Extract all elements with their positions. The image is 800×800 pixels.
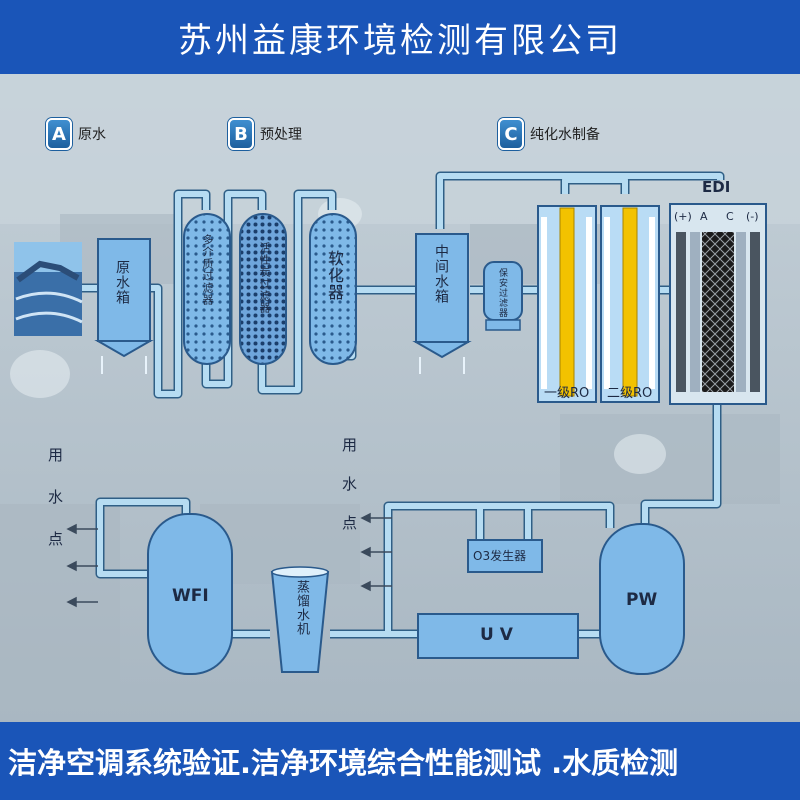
process-diagram: [14, 171, 767, 675]
intermediate-tank-label: 中间水箱: [433, 244, 449, 304]
uv-label: U V: [480, 625, 513, 645]
carbon-filter: [239, 213, 287, 365]
raw-water-photo: [14, 242, 83, 336]
ozone-label: O3发生器: [473, 549, 527, 563]
use-point-mid-1: 用: [342, 436, 358, 454]
ro-unit-1: [537, 205, 597, 403]
ro2-label: 二级RO: [607, 386, 653, 401]
section-b-label: 预处理: [260, 127, 302, 143]
edi-label: EDI: [702, 178, 731, 196]
factory-background: [0, 74, 800, 722]
security-filter-label: 保安过滤器: [497, 268, 507, 318]
section-b: B 预处理: [228, 118, 302, 150]
edi-a-label: A: [700, 210, 708, 223]
edi-unit: [669, 203, 767, 405]
section-b-badge: B: [228, 118, 254, 150]
edi-minus-label: (-): [746, 210, 759, 223]
distiller-label: 蒸馏水机: [294, 580, 309, 636]
diagram-canvas: A 原水 B 预处理 C 纯化水制备 原水箱 多介质过滤器 活性炭过滤器 软化器…: [0, 74, 800, 722]
intermediate-tank: [412, 233, 472, 374]
use-point-mid-2: 水: [342, 475, 358, 493]
wfi-tank: [147, 513, 233, 675]
edi-c-label: C: [726, 210, 734, 223]
section-a-label: 原水: [78, 127, 106, 143]
use-points-left: 用 水 点: [48, 444, 63, 549]
uv-unit: [417, 613, 579, 659]
raw-tank-label: 原水箱: [114, 260, 130, 305]
distiller: [270, 566, 330, 673]
multimedia-filter: [183, 213, 231, 365]
services-text: 洁净空调系统验证.洁净环境综合性能测试 .水质检测: [8, 746, 679, 780]
section-c-label: 纯化水制备: [530, 127, 600, 143]
security-filter: [483, 261, 523, 331]
use-points-mid: 用 水 点: [342, 434, 357, 533]
use-point-mid-3: 点: [342, 514, 358, 532]
edi-plus-label: (+): [674, 210, 692, 223]
ro1-label: 一级RO: [544, 386, 590, 401]
carbon-filter-label: 活性炭过滤器: [258, 242, 271, 314]
use-point-arrows: [66, 512, 392, 608]
section-c-badge: C: [498, 118, 524, 150]
multimedia-filter-label: 多介质过滤器: [201, 234, 214, 306]
pw-label: PW: [626, 590, 658, 610]
section-c: C 纯化水制备: [498, 118, 600, 150]
section-a: A 原水: [46, 118, 106, 150]
company-title: 苏州益康环境检测有限公司: [178, 20, 622, 61]
pw-tank: [599, 523, 685, 675]
company-title-banner: 苏州益康环境检测有限公司: [0, 0, 800, 74]
ozone-generator: [467, 539, 543, 573]
section-a-badge: A: [46, 118, 72, 150]
use-point-left-3: 点: [48, 530, 64, 548]
raw-water-tank: [94, 238, 154, 374]
softener-label: 软化器: [325, 250, 344, 301]
use-point-left-2: 水: [48, 488, 64, 506]
softener: [309, 213, 357, 365]
ro-unit-2: [600, 205, 660, 403]
use-point-left-1: 用: [48, 446, 64, 464]
services-banner: 洁净空调系统验证.洁净环境综合性能测试 .水质检测: [0, 722, 800, 800]
wfi-label: WFI: [172, 586, 209, 606]
